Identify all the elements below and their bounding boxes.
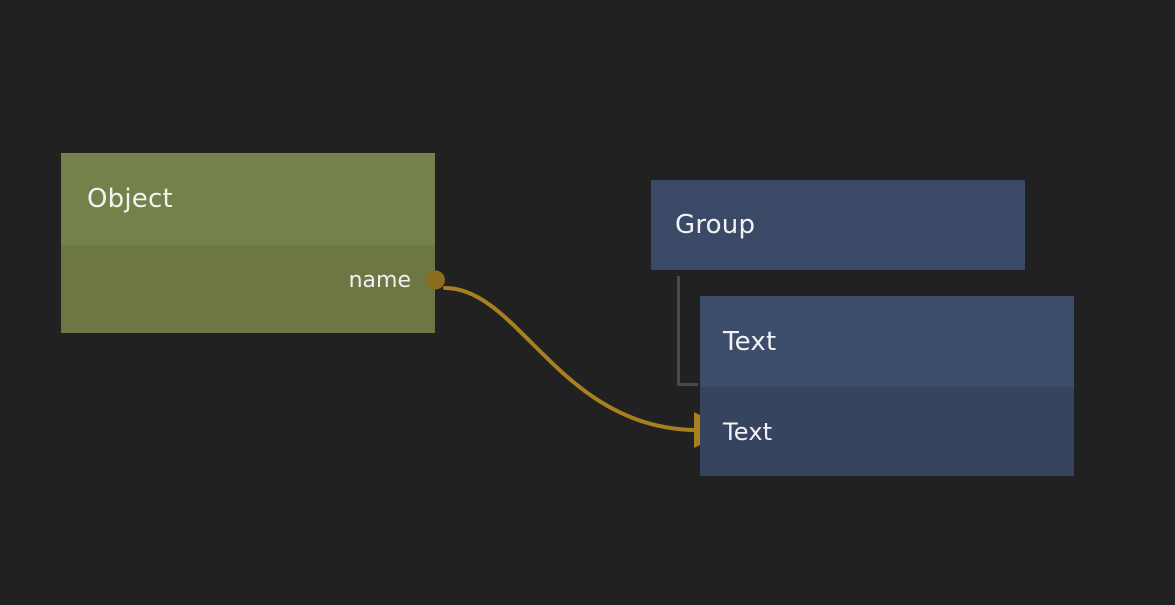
- node-group-header[interactable]: Group: [651, 180, 1025, 270]
- node-object[interactable]: Object name: [61, 153, 445, 333]
- node-group[interactable]: Group: [651, 180, 1025, 270]
- node-object-title: Object: [87, 184, 173, 214]
- socket-label-name: name: [348, 267, 411, 293]
- node-object-header[interactable]: Object: [61, 153, 435, 245]
- group-parent-bracket: [677, 276, 698, 386]
- node-text[interactable]: Text Text: [700, 296, 1074, 476]
- output-socket-dot-name[interactable]: [426, 270, 445, 290]
- object-name-to-text-link[interactable]: [443, 286, 730, 448]
- node-text-title: Text: [723, 326, 777, 357]
- node-text-body-label: Text: [723, 417, 773, 446]
- node-text-body[interactable]: Text: [700, 387, 1074, 476]
- node-group-title: Group: [675, 210, 756, 240]
- socket-row-name[interactable]: name: [61, 267, 445, 293]
- node-object-body: name: [61, 245, 445, 333]
- node-text-header[interactable]: Text: [700, 296, 1074, 387]
